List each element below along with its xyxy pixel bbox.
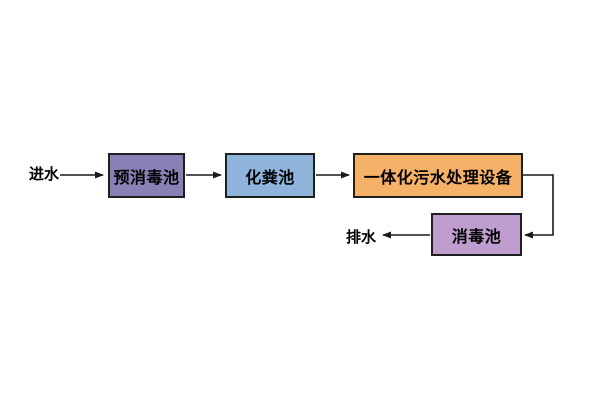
edge-integrated-to-disinfection	[523, 174, 554, 239]
inlet-label: 进水	[28, 164, 59, 183]
node-disinfection-tank: 消毒池	[431, 213, 522, 256]
node-septic-tank: 化粪池	[225, 153, 315, 198]
node-pre-disinfection-tank: 预消毒池	[108, 153, 185, 198]
node-integrated-sewage-treatment-equipment: 一体化污水处理设备	[353, 153, 523, 198]
outlet-label: 排水	[345, 227, 376, 246]
